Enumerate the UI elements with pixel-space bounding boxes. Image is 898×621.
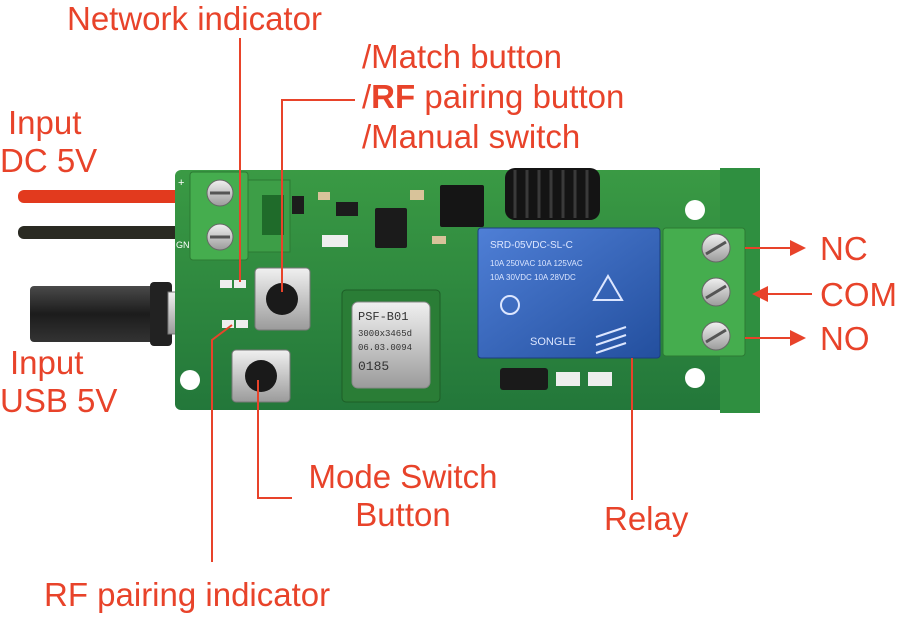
mounting-holes — [180, 200, 705, 390]
com-label: COM — [820, 276, 897, 313]
network-indicator-label: Network indicator — [67, 0, 322, 37]
relay-label: Relay — [604, 500, 689, 537]
rf-pairing-button-rest: pairing button — [415, 78, 625, 115]
arrow-heads — [752, 240, 806, 346]
module-line1: PSF-B01 — [358, 310, 408, 324]
rf-pairing-button-prefix: / — [362, 78, 372, 115]
input-dc-line1: Input — [8, 104, 82, 141]
power-ground-mark: GN — [176, 240, 190, 250]
relay: SRD-05VDC-SL-C 10A 250VAC 10A 125VAC 10A… — [477, 227, 661, 359]
relay-brand: SONGLE — [530, 336, 576, 348]
relay-model: SRD-05VDC-SL-C — [490, 240, 573, 251]
module-line3: 06.03.0094 — [358, 343, 412, 353]
input-usb-line1: Input — [10, 344, 84, 381]
leader-lines — [211, 38, 812, 562]
rf-pairing-button — [254, 267, 311, 331]
smd-components — [220, 185, 612, 395]
module-line4: 0185 — [358, 359, 389, 374]
input-dc-line2: DC 5V — [0, 142, 98, 179]
module-line2: 3000x3465d — [358, 329, 412, 339]
mode-switch-leader — [257, 380, 292, 499]
com-arrow-head — [752, 286, 768, 302]
nc-label: NC — [820, 230, 868, 267]
rf-pairing-indicator-label: RF pairing indicator — [44, 576, 331, 613]
mode-switch-line1: Mode Switch — [308, 458, 498, 495]
relay-rating2: 10A 30VDC 10A 28VDC — [490, 273, 576, 282]
nc-arrow-head — [790, 240, 806, 256]
antenna-coil — [505, 168, 600, 220]
relay-rating1: 10A 250VAC 10A 125VAC — [490, 259, 583, 268]
no-label: NO — [820, 320, 870, 357]
power-plus-mark: + — [178, 177, 184, 189]
module-markings: PSF-B01 3000x3465d 06.03.0094 0185 — [358, 310, 412, 374]
no-arrow-head — [790, 330, 806, 346]
dc-wires — [18, 190, 188, 239]
output-terminal — [662, 227, 746, 357]
match-button-leader — [281, 99, 355, 292]
rf-pairing-button-label: /RF pairing button — [362, 78, 624, 116]
rf-pairing-button-bold: RF — [371, 78, 416, 115]
mode-switch-button — [231, 349, 291, 403]
dc-terminal — [189, 171, 291, 261]
wifi-module — [341, 289, 441, 403]
manual-switch-label: /Manual switch — [362, 118, 581, 155]
rf-pairing-indicator-leader — [211, 324, 233, 562]
mode-switch-line2: Button — [355, 496, 451, 533]
input-usb-line2: USB 5V — [0, 382, 118, 419]
match-button-label: /Match button — [362, 38, 562, 75]
